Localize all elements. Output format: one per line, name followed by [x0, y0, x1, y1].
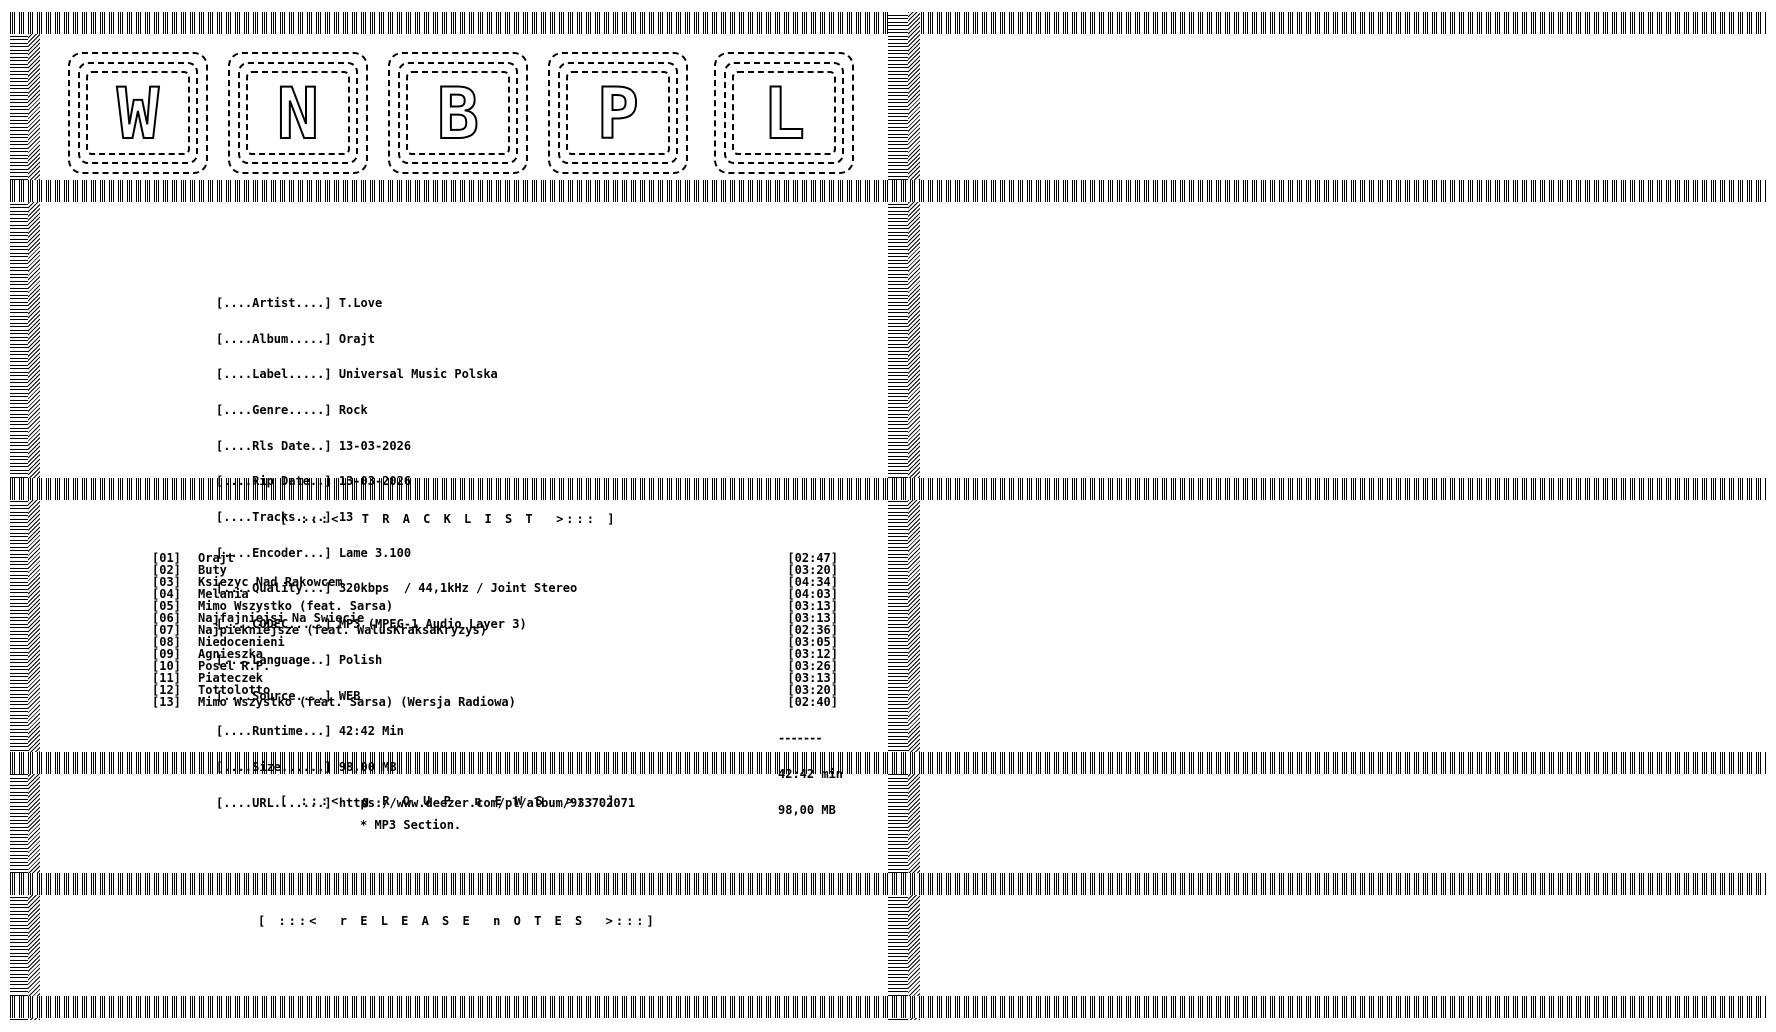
tracklist: [01]Orajt[02:47] [02]Buty[03:20] [03]Ksi…: [152, 552, 838, 708]
totals-separator: -------: [778, 731, 823, 745]
track-row: [12]Tottolotto[03:20]: [152, 683, 838, 697]
info-row: [....Encoder...] Lame 3.100: [216, 545, 412, 560]
info-row: [....Runtime...] 42:42 Min: [216, 724, 404, 739]
info-row: [....Quality...] 320kbps / 44,1kHz / Joi…: [216, 581, 578, 596]
release-info: [....Artist....] T.Love [....Album.....]…: [216, 274, 635, 833]
divider-after-tracklist: [10, 752, 1766, 774]
info-row-url[interactable]: [....URL.......] https://www.deezer.com/…: [216, 795, 636, 810]
info-row: [....Label.....] Universal Music Polska: [216, 367, 498, 382]
info-row: [....CODEC.....] MP3 (MPEG-1 Audio Layer…: [216, 617, 527, 632]
info-row: [....Rls Date..] 13-03-2026: [216, 438, 412, 453]
left-border-shade: [28, 12, 40, 1020]
track-row: [11]Piateczek[03:13]: [152, 671, 838, 685]
release-notes-title: [ :::< r E L E A S E n O T E S >:::]: [258, 914, 657, 928]
info-row: [....Size......] 98,00 MB: [216, 759, 397, 774]
info-row: [....Source....] WEB: [216, 688, 361, 703]
track-row: [10]Posel R.P.[03:26]: [152, 659, 838, 673]
bottom-border: [10, 996, 1766, 1018]
logo-letter-box: B: [388, 52, 528, 174]
track-row: [08]Niedocenieni[03:05]: [152, 635, 838, 649]
track-row: [01]Orajt[02:47]: [152, 551, 838, 565]
track-row: [13]Mimo Wszystko (feat. Sarsa) (Wersja …: [152, 695, 838, 709]
divider-after-info: [10, 478, 1766, 500]
track-row: [05]Mimo Wszystko (feat. Sarsa)[03:13]: [152, 599, 838, 613]
info-row: [....Artist....] T.Love: [216, 295, 383, 310]
track-row: [03]Ksiezyc Nad Rakowcem[04:34]: [152, 575, 838, 589]
track-row: [06]Najfajniejsi Na Swiecie[03:13]: [152, 611, 838, 625]
logo-letter: P: [596, 72, 640, 156]
info-row: [....Tracks....] 13: [216, 510, 354, 525]
logo-letter-box: N: [228, 52, 368, 174]
track-row: [07]Najpiekniejsze (feat. WalusKraksaKry…: [152, 623, 838, 637]
info-row: [....Genre.....] Rock: [216, 402, 368, 417]
track-row: [02]Buty[03:20]: [152, 563, 838, 577]
info-row: [....Album.....] Orajt: [216, 331, 375, 346]
center-divider-shade: [908, 12, 920, 1020]
logo-letter: W: [116, 72, 160, 156]
group-news-text: * MP3 Section.: [360, 818, 462, 832]
tracklist-totals: ------- 42:42 min 98,00 MB: [778, 708, 843, 840]
track-row: [04]Melania[04:03]: [152, 587, 838, 601]
logo-letter-box: L: [714, 52, 854, 174]
info-row: [....Language..] Polish: [216, 652, 383, 667]
logo-letter: N: [276, 72, 320, 156]
track-row: [09]Agnieszka[03:12]: [152, 647, 838, 661]
total-size: 98,00 MB: [778, 803, 836, 817]
logo-letter: L: [762, 72, 806, 156]
logo-letter-box: W: [68, 52, 208, 174]
tracklist-title: [ :::< T R A C K L I S T >::: ]: [280, 512, 618, 526]
group-news-title: [ :::< g R O U P n E W S >:::]: [280, 794, 618, 808]
total-runtime: 42:42 min: [778, 767, 844, 781]
divider-after-logo: [10, 180, 1766, 202]
divider-after-news: [10, 873, 1766, 895]
logo-letter-box: P: [548, 52, 688, 174]
logo-letter: B: [436, 72, 480, 156]
info-row: [....Rip Date..] 13-03-2026: [216, 474, 412, 489]
